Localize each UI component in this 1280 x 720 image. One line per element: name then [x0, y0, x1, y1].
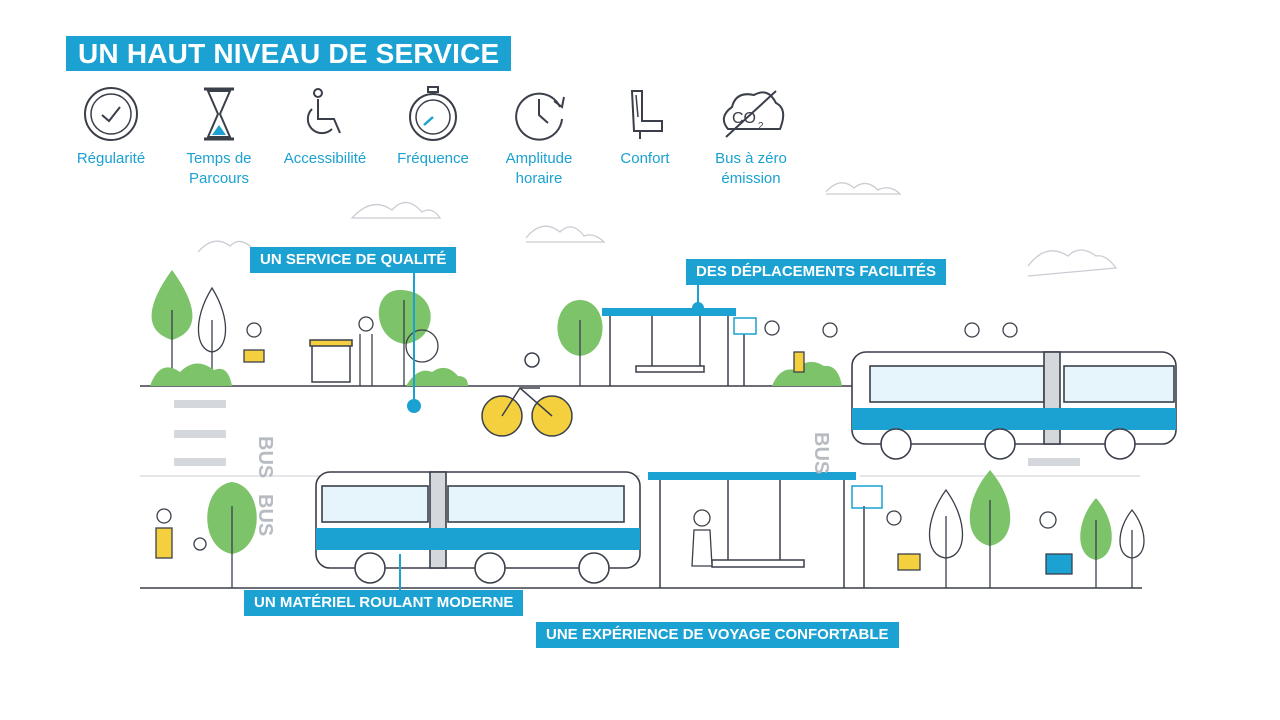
callout-deplacements-facilites: DES DÉPLACEMENTS FACILITÉS — [686, 259, 947, 285]
road-marking-bus: BUS — [254, 494, 276, 537]
cloud — [350, 201, 442, 219]
page-title: UN HAUT NIVEAU DE SERVICE — [66, 36, 512, 71]
cloud — [1027, 249, 1118, 277]
service-item: Amplitude horaire — [484, 85, 594, 189]
service-label: Fréquence — [397, 150, 469, 167]
people — [155, 316, 1073, 575]
callout-materiel-roulant: UN MATÉRIEL ROULANT MODERNE — [244, 590, 524, 616]
wheelchair-icon — [306, 88, 341, 135]
service-item: Régularité — [56, 85, 166, 169]
clock-icon — [84, 87, 138, 141]
service-label: Bus à zéro émission — [715, 150, 787, 187]
road-marking-bus: BUS — [254, 436, 276, 479]
articulated-bus-right — [851, 351, 1177, 460]
road-marking-bus: BUS — [810, 432, 832, 475]
clock-arrow-icon — [515, 92, 565, 141]
cloud — [825, 182, 902, 195]
svg-text:2: 2 — [758, 121, 764, 132]
lower-bus-shelter — [648, 472, 883, 588]
bicycle — [481, 352, 573, 437]
hourglass-icon — [204, 87, 234, 141]
service-label: Amplitude horaire — [505, 150, 573, 187]
service-label: Temps de Parcours — [186, 150, 252, 187]
service-label: Accessibilité — [283, 150, 367, 167]
waste-bin — [309, 339, 353, 383]
stopwatch-icon — [409, 86, 457, 141]
callout-connectors — [399, 272, 704, 590]
seat-icon — [630, 90, 663, 139]
articulated-bus-left — [315, 471, 641, 584]
service-item: CO 2 Bus à zéro émission — [696, 85, 806, 189]
trees — [150, 270, 1145, 588]
cloud — [197, 240, 253, 253]
service-item: Accessibilité — [270, 85, 380, 169]
service-item: Temps de Parcours — [164, 85, 274, 189]
co2-crossed-icon: CO 2 — [722, 90, 785, 138]
callout-service-qualite: UN SERVICE DE QUALITÉ — [250, 247, 457, 273]
service-item: Confort — [590, 85, 700, 169]
service-label: Régularité — [76, 150, 146, 167]
service-label: Confort — [620, 150, 670, 167]
service-icons-row: Régularité Temps de Parcours Accessibili… — [60, 85, 820, 195]
cloud — [525, 225, 606, 243]
upper-bus-shelter — [602, 308, 757, 386]
callout-experience-voyage: UNE EXPÉRIENCE DE VOYAGE CONFORTABLE — [536, 622, 899, 648]
service-item: Fréquence — [378, 85, 488, 169]
crosswalk-upper — [174, 400, 226, 466]
